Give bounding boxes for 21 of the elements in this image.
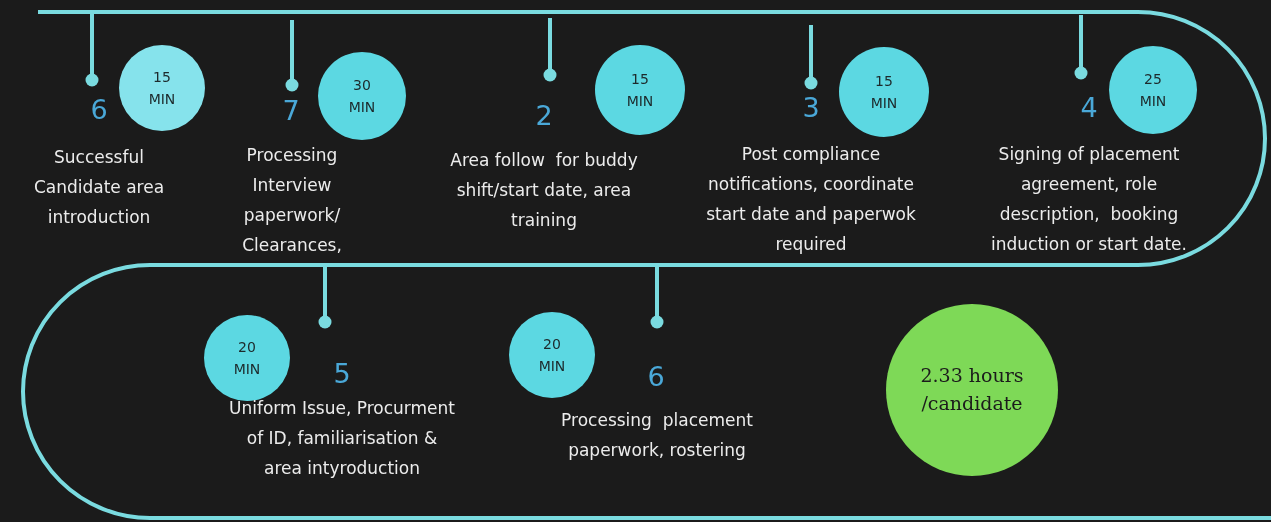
step-description: Processing placement paperwork, rostering: [560, 409, 754, 462]
duration-circle: 30 MIN: [318, 52, 406, 140]
duration-circle: 20 MIN: [509, 312, 595, 398]
total-time-circle: 2.33 hours /candidate: [886, 304, 1058, 476]
step-description: Processing Interview paperwork/ Clearances,: [241, 144, 343, 257]
step-description: Area follow for buddy shift/start date, area training: [449, 149, 639, 232]
duration-circle: 25 MIN: [1109, 46, 1197, 134]
step-description: Signing of placement agreement, role description, booking induction or start date.: [990, 143, 1188, 256]
duration-circle: 15 MIN: [839, 47, 929, 137]
duration-circle: 15 MIN: [595, 45, 685, 135]
step-number: 2: [535, 102, 553, 129]
step-number: 7: [282, 97, 300, 124]
step-number: 6: [647, 363, 665, 390]
duration-circle: 15 MIN: [119, 45, 205, 131]
step-number: 5: [333, 360, 351, 387]
duration-circle: 20 MIN: [204, 315, 290, 401]
step-number: 3: [802, 94, 820, 121]
step-description: Successful Candidate area introduction: [32, 146, 166, 229]
step-number: 6: [90, 96, 108, 123]
step-description: Post compliance notifications, coordinate start date and paperwok required: [705, 143, 917, 256]
step-number: 4: [1080, 94, 1098, 121]
